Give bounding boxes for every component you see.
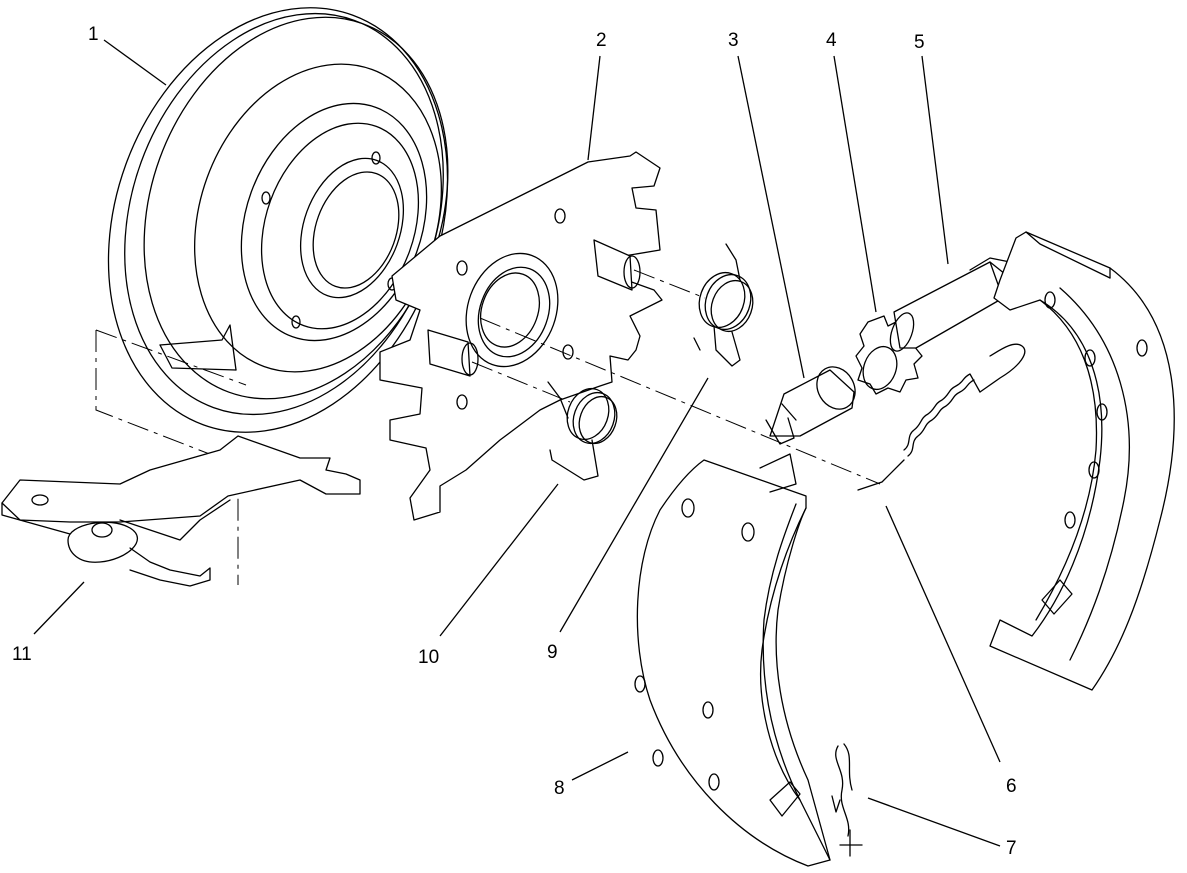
leader-2 — [587, 55, 601, 161]
leader-7 — [867, 797, 1001, 847]
wheel-cylinder-plug-icon — [765, 366, 856, 445]
leader-10 — [439, 483, 559, 637]
callout-2: 2 — [596, 30, 607, 51]
leader-4 — [833, 55, 877, 313]
cotter-pin-icon — [831, 743, 863, 857]
brake-lever-icon — [1, 435, 361, 587]
callout-5: 5 — [914, 32, 925, 53]
callout-7: 7 — [1006, 838, 1017, 859]
leader-9 — [559, 377, 709, 633]
leader-1 — [103, 39, 167, 86]
leader-3 — [737, 55, 805, 379]
return-spring-icon — [857, 343, 1026, 491]
leader-5 — [921, 55, 949, 265]
torsion-spring-upper-icon — [693, 243, 754, 367]
callout-11: 11 — [12, 644, 32, 665]
callout-3: 3 — [728, 30, 739, 51]
callout-9: 9 — [547, 642, 558, 663]
brake-shoe-right-icon — [989, 231, 1175, 691]
callout-4: 4 — [826, 30, 837, 51]
backing-plate-icon — [379, 151, 663, 521]
callout-10: 10 — [418, 647, 439, 668]
callout-1: 1 — [88, 24, 99, 45]
torsion-spring-lower-icon — [547, 381, 618, 481]
leader-11 — [33, 581, 85, 635]
leader-8 — [571, 751, 629, 781]
callout-leaders — [33, 39, 1001, 847]
adjuster-screw-icon — [889, 257, 1019, 352]
callout-8: 8 — [554, 778, 565, 799]
callout-labels: 1 2 3 4 5 6 7 8 9 10 11 — [12, 24, 1017, 859]
brake-shoe-lower-icon — [634, 453, 831, 867]
leader-6 — [885, 505, 1001, 763]
callout-6: 6 — [1006, 776, 1017, 797]
